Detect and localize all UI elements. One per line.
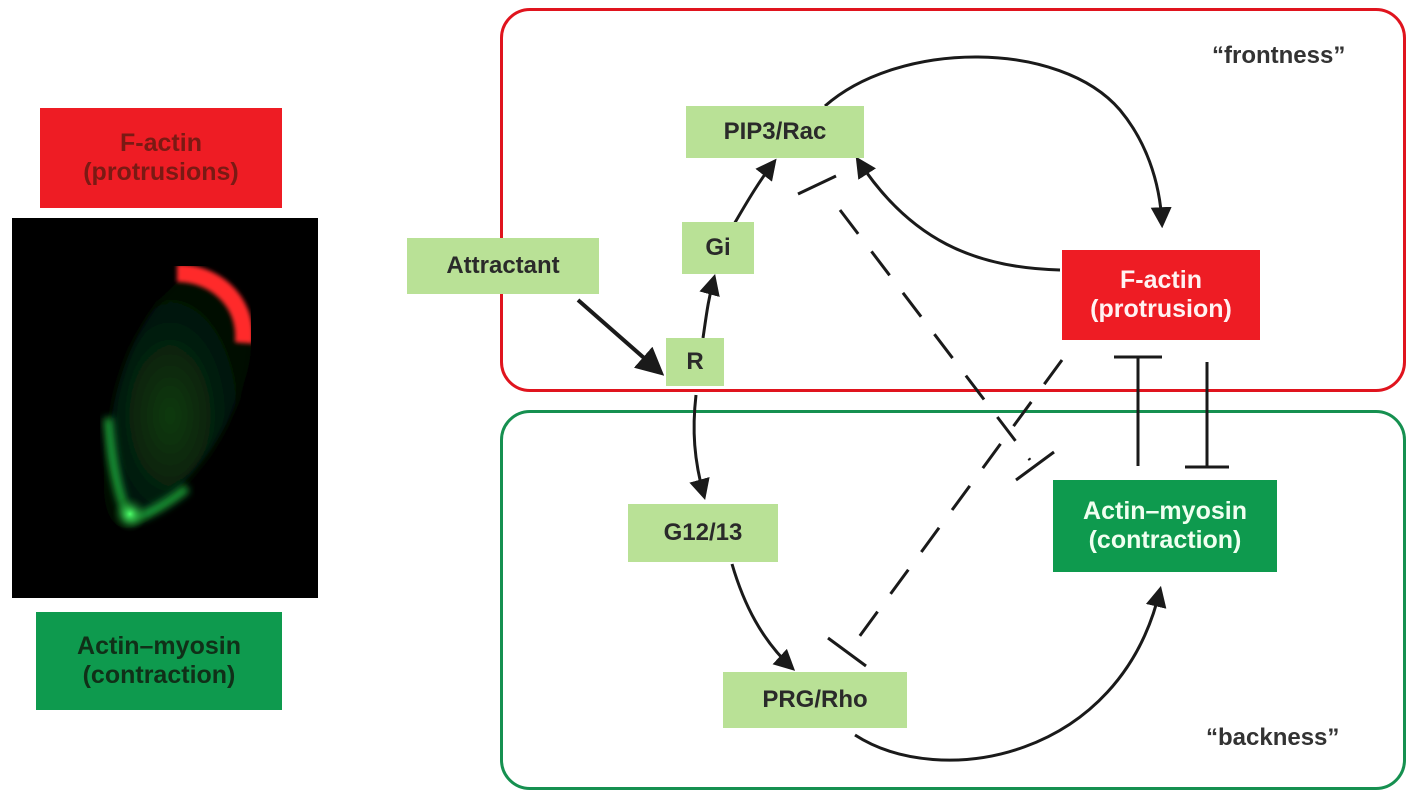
- node-r: R: [666, 338, 724, 386]
- legend-actomyosin-line1: Actin–myosin: [77, 632, 241, 661]
- edge-prgrho-actomyosin: [854, 585, 1167, 762]
- node-gi: Gi: [682, 222, 754, 274]
- legend-factin-line1: F-actin: [120, 129, 202, 158]
- backness-label: “backness”: [1206, 724, 1340, 751]
- frontness-label: “frontness”: [1212, 42, 1346, 69]
- edge-r-g1213: [689, 394, 710, 501]
- inhibit-pip3-actomyosin: [838, 209, 1032, 461]
- micrograph-cell: [103, 264, 254, 532]
- legend-factin-line2: (protrusions): [83, 158, 239, 186]
- frontness-region: [500, 8, 1406, 392]
- node-pip3-rac: PIP3/Rac: [686, 106, 864, 158]
- backness-region: [500, 410, 1406, 790]
- edge-attractant-r: [576, 298, 665, 376]
- edge-g1213-prgrho: [730, 563, 796, 671]
- node-prg-rho: PRG/Rho: [723, 672, 907, 728]
- node-factin-line1: F-actin: [1120, 266, 1202, 295]
- node-actomyosin-line1: Actin–myosin: [1083, 497, 1247, 526]
- edge-pip3-factin: [824, 55, 1172, 229]
- micrograph-image: [12, 218, 318, 598]
- legend-factin-label: F-actin (protrusions): [40, 108, 282, 208]
- edge-factin-pip3: [855, 156, 1061, 272]
- legend-actomyosin-label: Actin–myosin (contraction): [36, 612, 282, 710]
- legend-actomyosin-line2: (contraction): [82, 661, 236, 689]
- node-g12-13: G12/13: [628, 504, 778, 562]
- node-factin-line2: (protrusion): [1090, 295, 1232, 323]
- node-actomyosin: Actin–myosin (contraction): [1053, 480, 1277, 572]
- node-attractant: Attractant: [407, 238, 599, 294]
- node-actomyosin-line2: (contraction): [1088, 526, 1242, 554]
- edge-gi-pip3: [731, 158, 777, 227]
- edge-r-gi: [699, 273, 720, 339]
- inhibit-factin-prgrho: [846, 359, 1064, 653]
- node-factin: F-actin (protrusion): [1062, 250, 1260, 340]
